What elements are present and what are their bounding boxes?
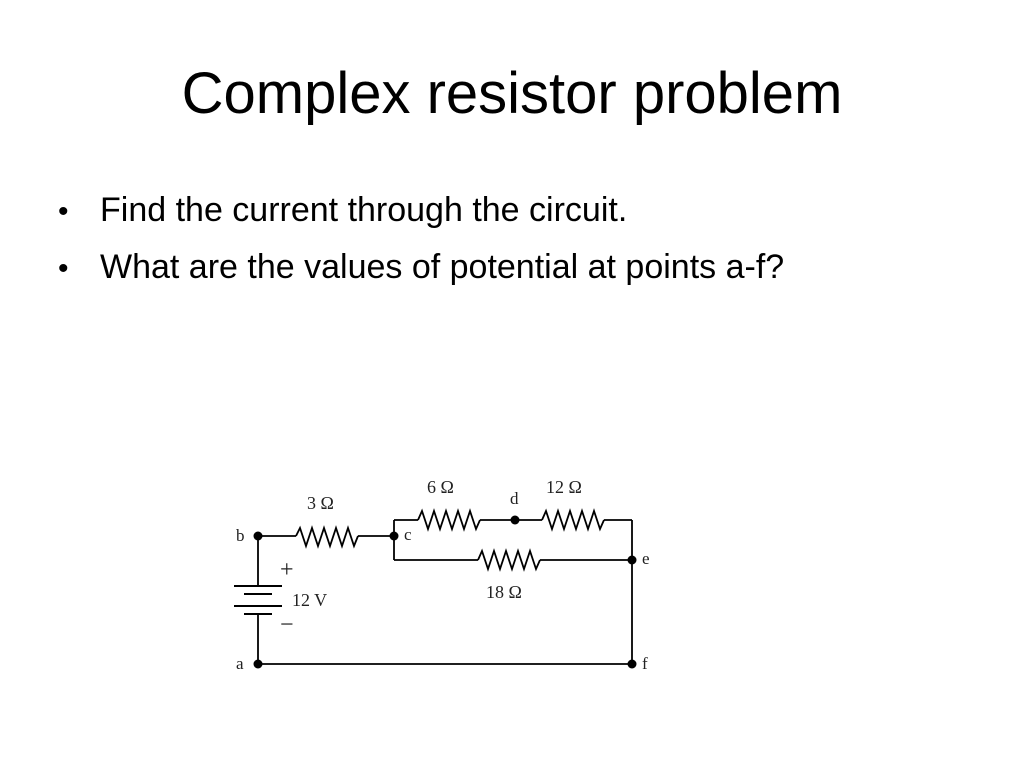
node-e-dot	[627, 555, 637, 565]
node-c-label: c	[404, 525, 412, 544]
resistor-18ohm-label: 18 Ω	[486, 582, 522, 602]
node-a-dot	[253, 659, 263, 669]
resistor-12ohm-label: 12 Ω	[546, 477, 582, 497]
bullet-text: Find the current through the circuit.	[100, 191, 628, 229]
bullet-dot-icon: •	[58, 195, 69, 228]
battery-voltage-label: 12 V	[292, 590, 327, 610]
bullet-dot-icon: •	[58, 251, 69, 285]
node-b-dot	[253, 531, 263, 541]
node-d-dot	[510, 515, 520, 525]
bullet-list: • Find the current through the circuit. …	[58, 190, 784, 304]
battery-plus-label: +	[280, 557, 294, 583]
resistor-6ohm	[417, 508, 481, 532]
bullet-item: • What are the values of potential at po…	[58, 247, 784, 288]
node-d-label: d	[510, 489, 519, 508]
node-f-label: f	[642, 654, 648, 673]
node-a-label: a	[236, 654, 244, 673]
node-e-label: e	[642, 549, 650, 568]
circuit-diagram: 3 Ω 6 Ω 12 Ω 18 Ω + 12 V − b c d e a f	[234, 477, 650, 673]
node-b-label: b	[236, 526, 245, 545]
resistor-18ohm	[477, 548, 541, 572]
bullet-item: • Find the current through the circuit.	[58, 190, 784, 231]
node-f-dot	[627, 659, 637, 669]
resistor-3ohm	[295, 525, 359, 549]
resistor-12ohm	[541, 508, 605, 532]
node-c-dot	[389, 531, 399, 541]
resistor-6ohm-label: 6 Ω	[427, 477, 454, 497]
battery-minus-label: −	[280, 612, 294, 638]
resistor-3ohm-label: 3 Ω	[307, 493, 334, 513]
bullet-text: What are the values of potential at poin…	[100, 247, 785, 286]
slide-title: Complex resistor problem	[181, 61, 843, 126]
